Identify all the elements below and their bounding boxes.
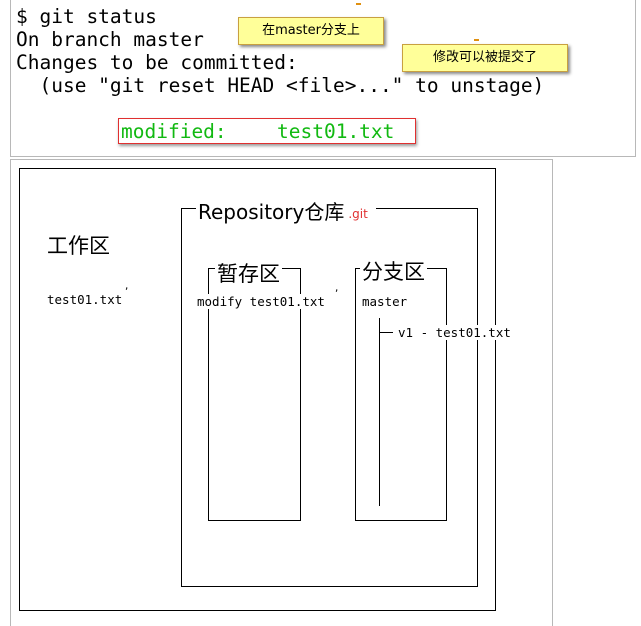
modified-file: test01.txt xyxy=(277,120,395,143)
commit-v1: v1 - test01.txt xyxy=(398,325,511,340)
working-area-title: 工作区 xyxy=(47,234,110,258)
branch-timeline xyxy=(379,318,380,506)
terminal-line-2: On branch master xyxy=(16,28,204,51)
note-marker-2 xyxy=(474,39,479,41)
staging-area-mark: , xyxy=(334,284,340,294)
note-marker xyxy=(356,3,361,5)
staging-area-title: 暂存区 xyxy=(215,258,282,288)
terminal-line-3: Changes to be committed: xyxy=(16,51,298,74)
working-area-file: test01.txt xyxy=(47,292,123,307)
branch-name: master xyxy=(362,294,408,309)
terminal-line-1: $ git status xyxy=(16,5,157,28)
diagram-panel xyxy=(10,159,553,626)
repository-title: Repository仓库.git xyxy=(196,196,376,225)
working-area-mark: , xyxy=(124,282,130,292)
branch-note: 在master分支上 xyxy=(238,17,384,45)
branch-area-title: 分支区 xyxy=(360,256,427,286)
modified-label: modified: xyxy=(121,120,227,143)
commit-connector xyxy=(379,332,393,333)
outer-box xyxy=(19,168,496,611)
commit-note: 修改可以被提交了 xyxy=(402,44,568,72)
staging-area-item: modify test01.txt xyxy=(197,294,325,309)
modified-highlight-box xyxy=(118,118,416,144)
git-suffix: .git xyxy=(348,206,368,221)
repository-title-text: Repository仓库 xyxy=(198,200,345,224)
terminal-line-4: (use "git reset HEAD <file>..." to unsta… xyxy=(16,74,545,97)
